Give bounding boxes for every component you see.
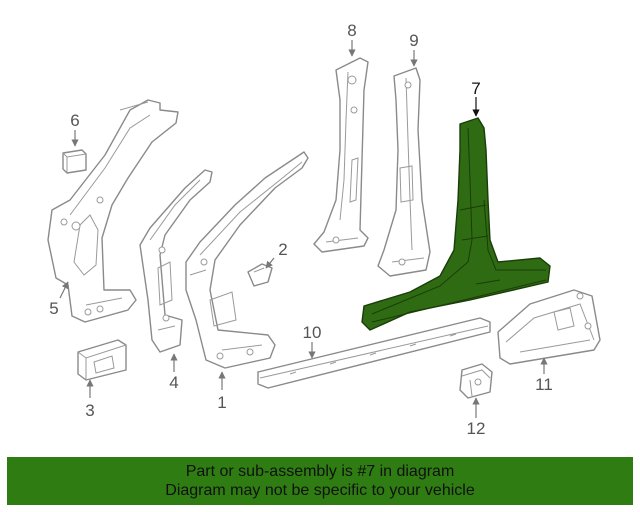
part-1-front-pillar-outer[interactable]	[185, 151, 309, 369]
diagram-notice-banner: Part or sub-assembly is #7 in diagram Di…	[7, 457, 633, 505]
banner-line-2: Diagram may not be specific to your vehi…	[165, 482, 475, 499]
callout-1: 1	[217, 393, 226, 412]
part-9-center-pillar-reinforcement[interactable]	[377, 67, 431, 277]
part-7-center-pillar-rocker-assembly[interactable]	[361, 117, 551, 331]
part-11-rear-rocker-extension[interactable]	[497, 289, 601, 365]
part-3-bracket[interactable]	[77, 339, 127, 381]
part-5-front-pillar-inner[interactable]	[47, 99, 179, 323]
parts-diagram: 6 5 3 4 1 2 8 9 7 10 11 12	[47, 21, 601, 438]
part-8-center-pillar-inner[interactable]	[313, 57, 369, 253]
part-10-rocker[interactable]	[257, 317, 491, 389]
callout-4: 4	[169, 373, 178, 392]
callout-9: 9	[409, 31, 418, 50]
callout-3: 3	[85, 401, 94, 420]
callout-5: 5	[49, 299, 58, 318]
part-6-bracket[interactable]	[62, 149, 87, 174]
callout-2: 2	[278, 240, 287, 259]
callout-8: 8	[347, 21, 356, 40]
part-4-front-pillar-reinforcement[interactable]	[139, 169, 213, 353]
callout-10: 10	[303, 323, 322, 342]
leader-2	[265, 257, 275, 269]
banner-line-1: Part or sub-assembly is #7 in diagram	[185, 463, 455, 480]
leader-5	[59, 281, 69, 299]
callout-12: 12	[467, 419, 486, 438]
callout-6: 6	[70, 111, 79, 130]
callout-11: 11	[535, 375, 553, 394]
part-2-clip[interactable]	[247, 263, 273, 287]
part-12-bracket[interactable]	[459, 363, 493, 399]
callout-7: 7	[471, 79, 480, 98]
